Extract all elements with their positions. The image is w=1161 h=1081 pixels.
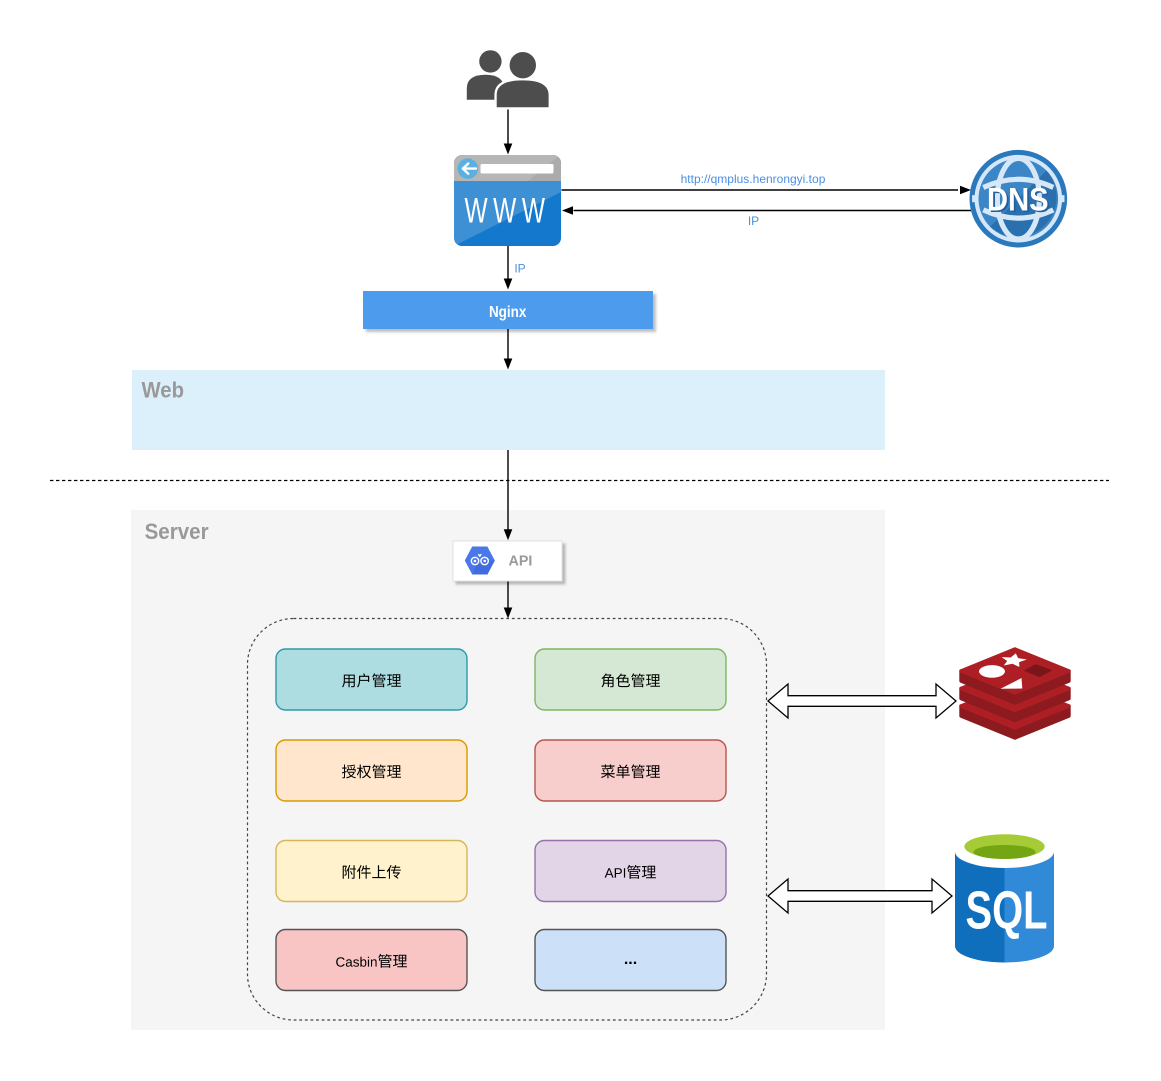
svg-text:Web: Web	[142, 377, 185, 402]
svg-text:...: ...	[624, 951, 637, 968]
svg-text:Nginx: Nginx	[489, 304, 527, 321]
svg-text:SQL: SQL	[966, 881, 1048, 941]
svg-text:DNS: DNS	[989, 183, 1051, 219]
svg-text:DNS: DNS	[987, 182, 1049, 218]
svg-text:WWW: WWW	[464, 192, 550, 230]
svg-text:http://qmplus.henrongyi.top: http://qmplus.henrongyi.top	[681, 172, 826, 186]
svg-text:IP: IP	[514, 262, 525, 276]
svg-text:API: API	[509, 554, 533, 570]
svg-text:IP: IP	[748, 214, 759, 228]
svg-text:Server: Server	[145, 519, 209, 544]
